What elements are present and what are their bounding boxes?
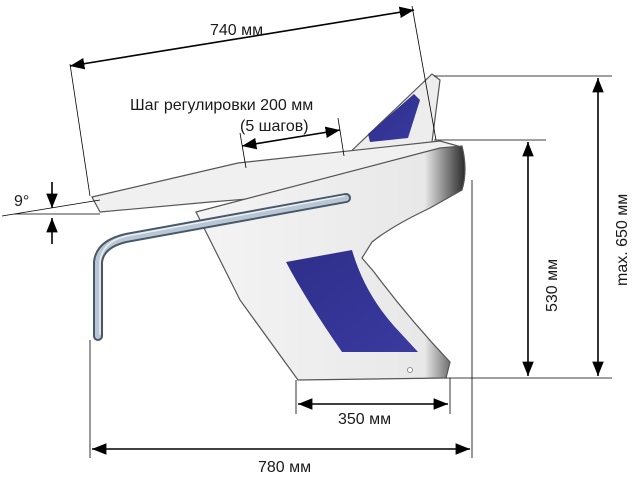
back-fin-panel [368, 94, 420, 142]
label-350: 350 мм [338, 411, 391, 428]
dim-740 [69, 5, 437, 197]
label-adjust-steps-count: (5 шагов) [240, 118, 309, 135]
label-780: 780 мм [258, 459, 311, 476]
side-panel [286, 250, 418, 352]
screw-dot [407, 367, 413, 373]
dim-650 [434, 75, 612, 376]
label-650: max. 650 мм [614, 194, 631, 286]
dim-530 [434, 139, 612, 379]
dim-adjust [239, 117, 345, 169]
label-740: 740 мм [210, 22, 263, 39]
dim-350 [295, 378, 451, 414]
dim-angle [1, 182, 101, 244]
label-angle: 9° [14, 193, 29, 210]
label-adjust-step: Шаг регулировки 200 мм [130, 97, 313, 114]
label-530: 530 мм [544, 259, 561, 312]
handle [93, 193, 351, 341]
device-body [91, 73, 466, 381]
dim-780 [89, 180, 473, 458]
